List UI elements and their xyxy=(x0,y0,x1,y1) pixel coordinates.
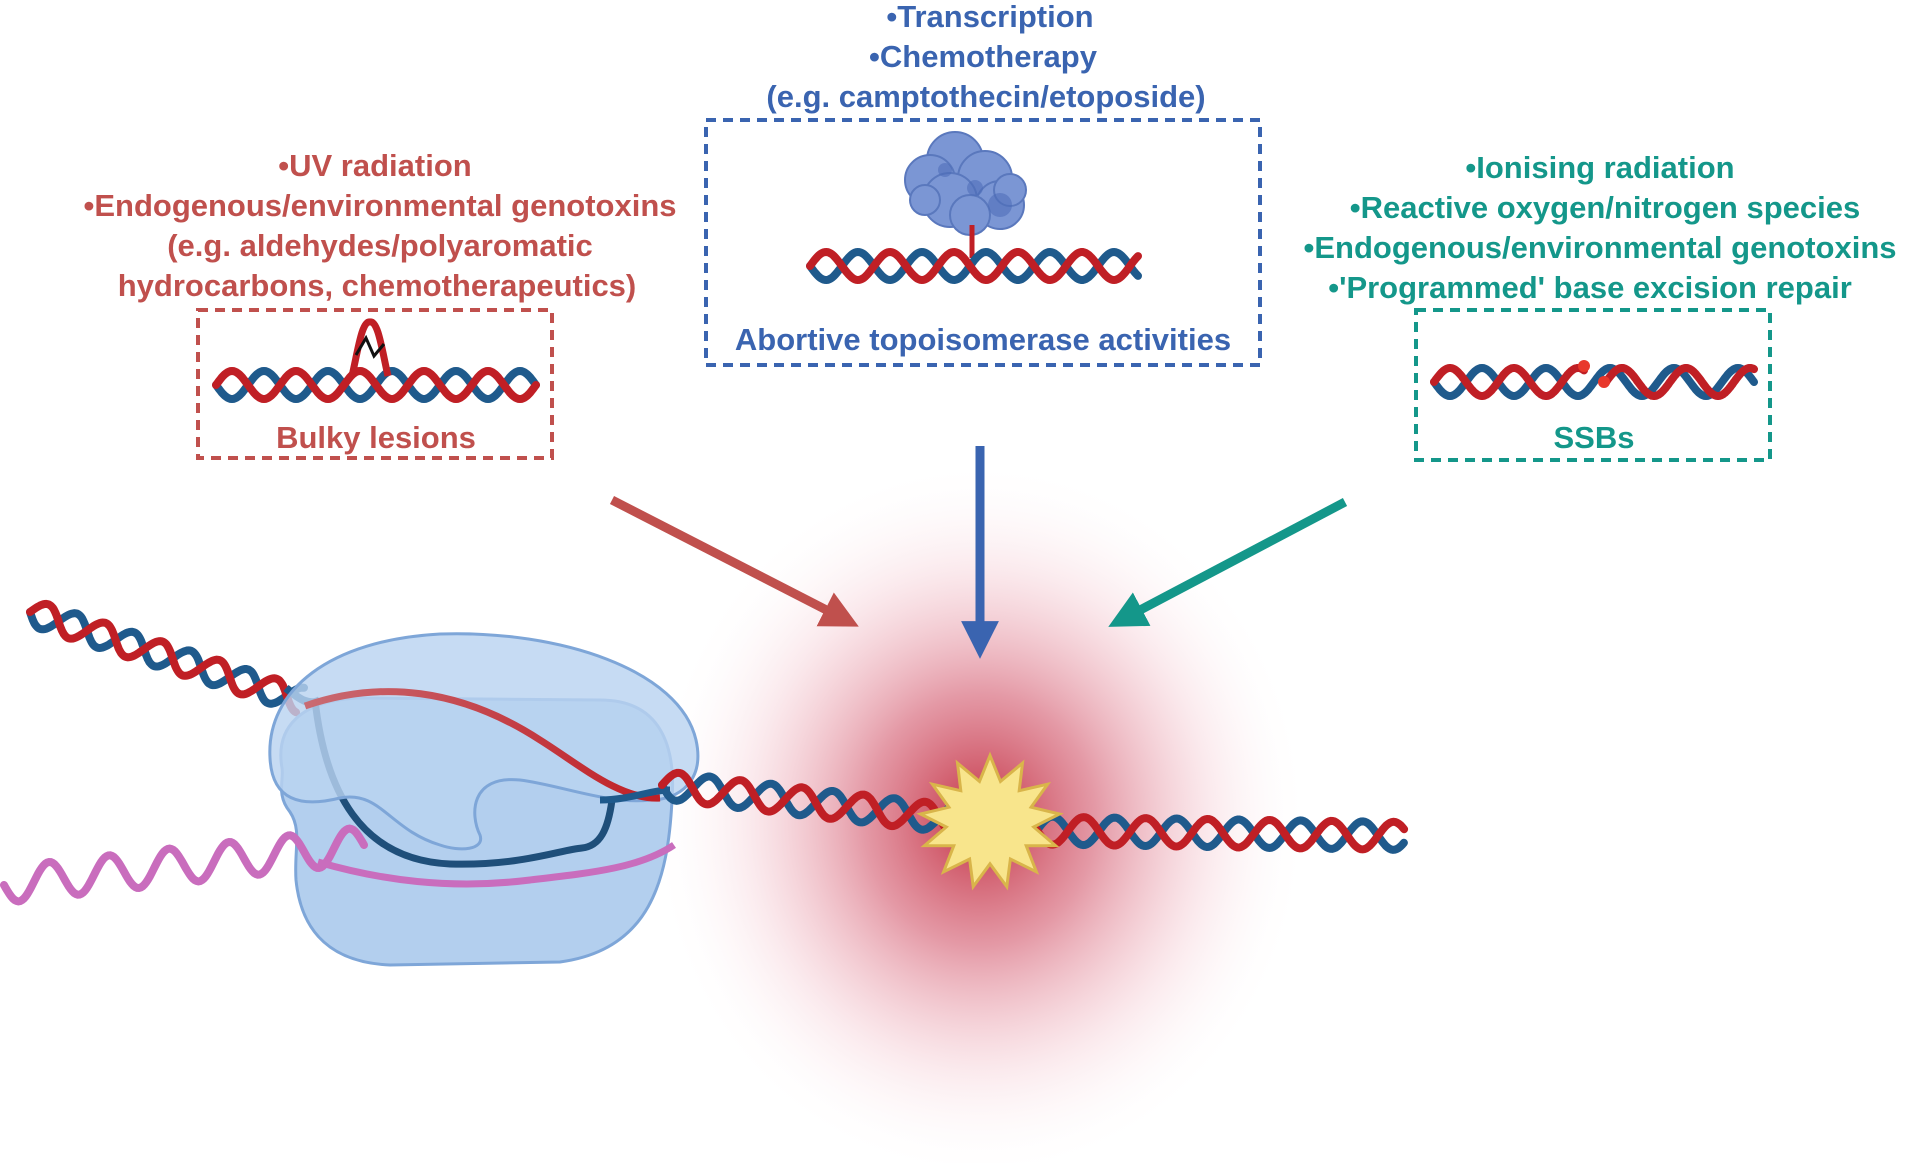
right-source-line-1: •Ionising radiation xyxy=(1465,150,1734,185)
left-source-line-3: (e.g. aldehydes/polyaromatic xyxy=(167,228,593,263)
downstream-dna xyxy=(658,768,1409,854)
right-source-line-3: •Endogenous/environmental genotoxins xyxy=(1303,230,1896,265)
left-source-line-4: hydrocarbons, chemotherapeutics) xyxy=(118,268,637,303)
mrna-strand xyxy=(0,824,368,906)
left-source-line-2: •Endogenous/environmental genotoxins xyxy=(83,188,676,223)
topoisomerase-dna-icon xyxy=(806,131,1142,285)
arrow-left xyxy=(609,495,859,627)
left-source: •UV radiation •Endogenous/environmental … xyxy=(83,148,677,460)
right-source-line-4: •'Programmed' base excision repair xyxy=(1328,270,1852,305)
bulky-lesions-label: Bulky lesions xyxy=(276,420,476,455)
center-source-line-1: •Transcription xyxy=(886,0,1093,34)
dna-single-strand-break-icon xyxy=(1430,360,1758,401)
right-source: •Ionising radiation •Reactive oxygen/nit… xyxy=(1303,150,1897,462)
polymerase-upper-lobe xyxy=(268,632,700,851)
left-source-line-1: •UV radiation xyxy=(278,148,471,183)
right-source-line-2: •Reactive oxygen/nitrogen species xyxy=(1350,190,1861,225)
dna-break-star-icon xyxy=(916,751,1064,891)
center-source-line-2: •Chemotherapy xyxy=(869,39,1098,74)
dna-bulky-lesion-icon xyxy=(212,318,540,404)
center-source-line-3: (e.g. camptothecin/etoposide) xyxy=(766,79,1205,114)
bulky-lesions-box xyxy=(196,308,554,460)
ssbs-box xyxy=(1414,308,1772,462)
topoisomerase-label: Abortive topoisomerase activities xyxy=(735,322,1231,357)
arrow-right xyxy=(1108,498,1348,627)
transcribing-rna-polymerase-icon xyxy=(0,599,700,967)
topoisomerase-box xyxy=(704,118,1262,367)
ssbs-label: SSBs xyxy=(1554,420,1635,455)
center-source: •Transcription •Chemotherapy (e.g. campt… xyxy=(704,0,1262,367)
